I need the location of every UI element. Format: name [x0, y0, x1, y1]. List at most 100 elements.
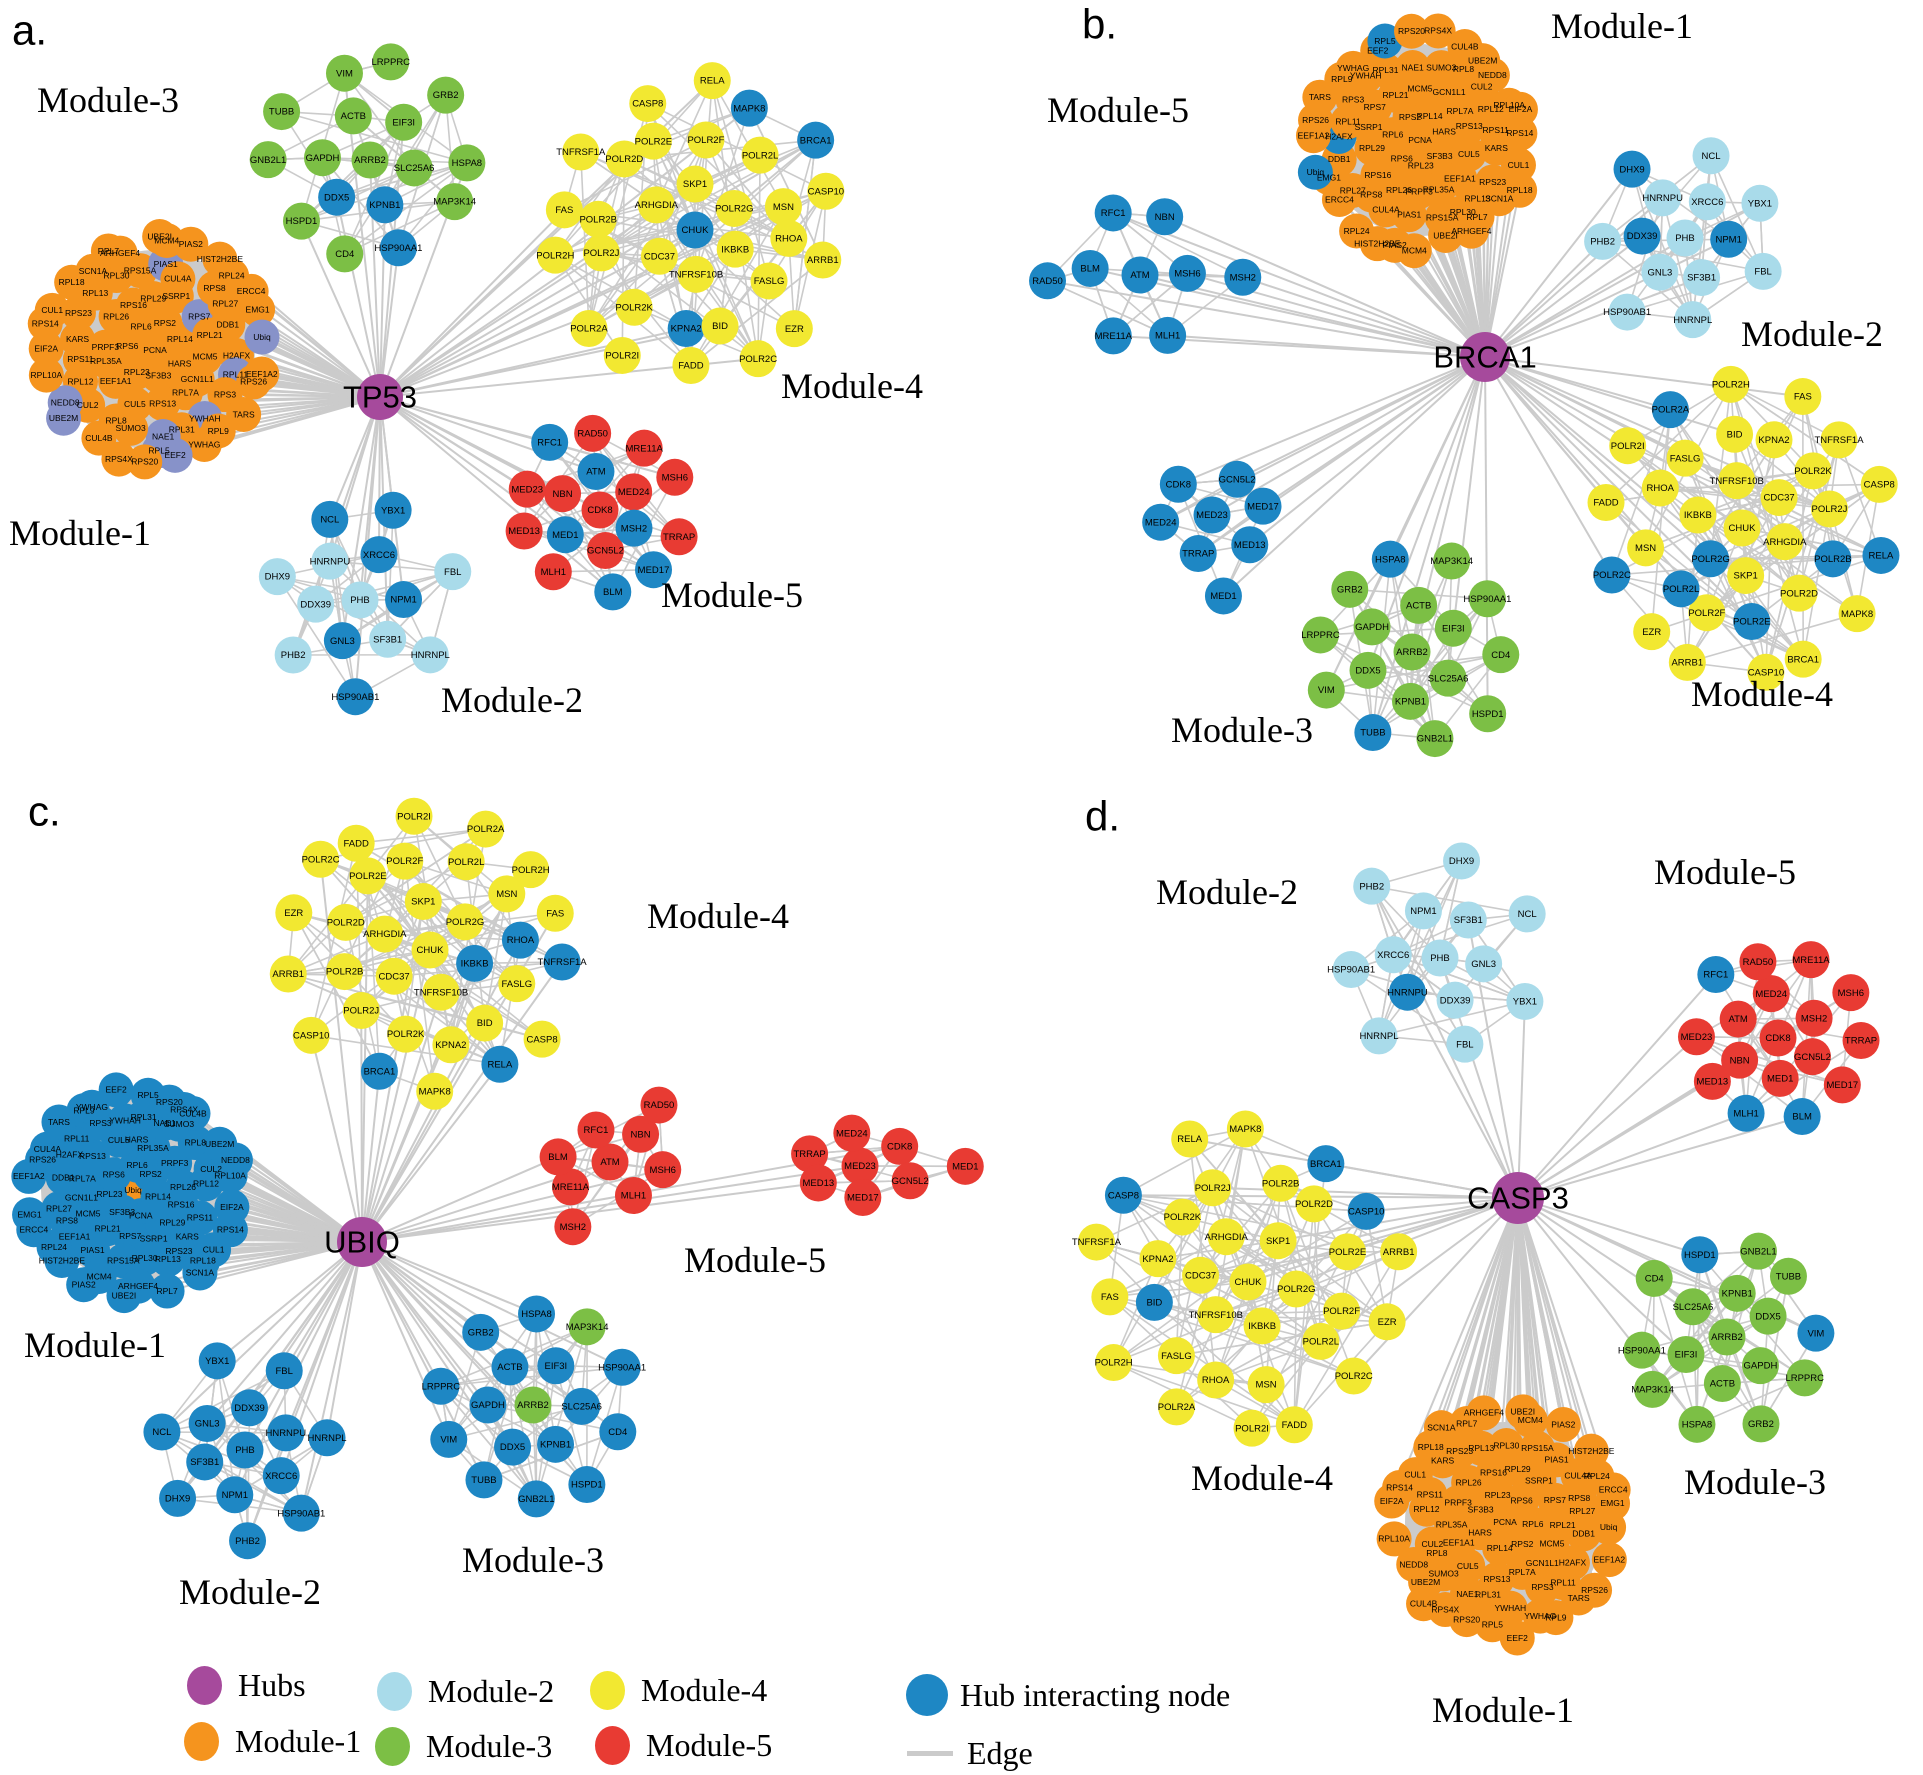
gene-label: RPL21 [1383, 90, 1409, 100]
gene-node-TRRAP [1842, 1021, 1880, 1059]
gene-node-TNFRSF10B [422, 973, 460, 1011]
gene-label: PIAS2 [1551, 1419, 1575, 1429]
gene-label: EEF1A1 [100, 376, 132, 386]
gene-label: CHUK [1235, 1277, 1263, 1288]
gene-label: DHX9 [1449, 856, 1474, 867]
gene-node-BLM [539, 1138, 577, 1176]
gene-label: CUL4B [179, 1108, 207, 1118]
module-label: Module-1 [9, 513, 151, 553]
gene-label: RPS8 [56, 1216, 78, 1226]
gene-label: GNL3 [1471, 959, 1496, 970]
gene-node-GCN5L2 [586, 532, 624, 570]
gene-node-ARRB2 [1393, 633, 1431, 671]
gene-node-CUL1 [1397, 1457, 1433, 1493]
gene-label: KARS [1431, 1456, 1454, 1466]
gene-node-MED23 [1193, 496, 1231, 534]
gene-node-MSH2 [1224, 258, 1262, 296]
gene-node-POLR2G [715, 189, 753, 227]
gene-node-GNB2L1 [517, 1480, 555, 1518]
gene-label: NAE1 [152, 431, 174, 441]
gene-label: CASP8 [632, 99, 663, 110]
gene-label: IKBKB [721, 244, 749, 255]
module-label: Module-2 [441, 680, 583, 720]
panel-letter: c. [28, 787, 61, 834]
gene-label: EIF2A [1380, 1496, 1404, 1506]
gene-node-MSH2 [554, 1208, 592, 1246]
gene-node-SF3B1 [1683, 259, 1721, 297]
gene-label: UBE2M [205, 1139, 234, 1149]
gene-node-POLR2F [687, 121, 725, 159]
module-label: Module-5 [1047, 90, 1189, 130]
gene-label: RAD50 [644, 1100, 675, 1111]
gene-node-ARRB1 [269, 955, 307, 993]
gene-label: HSPD1 [1684, 1250, 1716, 1261]
gene-node-NPM1 [216, 1476, 254, 1514]
gene-label: PHB2 [1359, 881, 1384, 892]
gene-node-MLH1 [614, 1176, 652, 1214]
gene-label: HSP90AA1 [598, 1362, 646, 1373]
gene-node-POLR2B [326, 953, 364, 991]
gene-label: RPS26 [240, 377, 267, 387]
gene-label: POLR2F [687, 135, 724, 146]
gene-label: HSP90AA1 [1618, 1345, 1666, 1356]
gene-label: TUBB [1360, 728, 1385, 739]
gene-label: H2AFX [56, 1150, 84, 1160]
gene-label: FASLG [1161, 1351, 1192, 1362]
gene-label: CASP10 [1748, 667, 1784, 678]
gene-node-KPNB1 [366, 186, 404, 224]
gene-label: RPL11 [1335, 116, 1361, 126]
gene-label: TARS [233, 409, 255, 419]
gene-label: CDK8 [1166, 479, 1191, 490]
gene-node-KPNB1 [537, 1425, 575, 1463]
gene-node-EZR [1368, 1303, 1406, 1341]
gene-label: RPS14 [32, 318, 59, 328]
gene-label: PHB [350, 595, 370, 606]
gene-label: RPL12 [1478, 104, 1504, 114]
gene-node-ATM [1719, 1000, 1757, 1038]
gene-label: SF3B3 [109, 1207, 135, 1217]
gene-node-MLH1 [1727, 1094, 1765, 1132]
gene-node-POLR2K [615, 288, 653, 326]
gene-label: PHB2 [1590, 236, 1615, 247]
gene-label: RPS26 [1581, 1585, 1608, 1595]
gene-node-HSPD1 [282, 202, 320, 240]
gene-label: MSH6 [1838, 988, 1864, 999]
gene-label: POLR2L [1303, 1337, 1339, 1348]
gene-label: BRCA1 [364, 1066, 396, 1077]
gene-node-CASP10 [1347, 1192, 1385, 1230]
gene-label: RFC1 [584, 1125, 609, 1136]
gene-node-POLR2F [1688, 594, 1726, 632]
gene-label: GNB2L1 [1740, 1246, 1776, 1257]
gene-label: RPL13 [155, 1254, 181, 1264]
gene-node-POLR2G [1277, 1270, 1315, 1308]
gene-node-POLR2B [1262, 1164, 1300, 1202]
gene-node-CUL4A [160, 261, 196, 297]
gene-node-GCN5L2 [1793, 1038, 1831, 1076]
gene-node-MED17 [1823, 1066, 1861, 1104]
gene-node-YWHAG [186, 427, 222, 463]
gene-label: FBL [276, 1366, 293, 1377]
gene-label: Ubiq [1307, 167, 1325, 177]
gene-label: RPS11 [187, 1213, 214, 1223]
gene-label: KARS [1485, 143, 1508, 153]
gene-node-HNRNPU [311, 542, 349, 580]
gene-label: ARRB1 [272, 969, 304, 980]
module-label: Module-4 [781, 366, 923, 406]
gene-label: VIM [336, 68, 353, 79]
gene-node-MED13 [505, 512, 543, 550]
gene-node-DDX39 [1623, 217, 1661, 255]
gene-label: RPL7A [172, 388, 199, 398]
gene-node-HNRNPL [1674, 301, 1712, 339]
gene-label: RPL35A [1436, 1520, 1468, 1530]
gene-label: POLR2L [448, 857, 484, 868]
gene-node-NPM1 [385, 581, 423, 619]
gene-node-TNFRSF10B [677, 255, 715, 293]
gene-node-TUBB [263, 93, 301, 131]
gene-node-PIAS2 [1545, 1407, 1581, 1443]
gene-node-SKP1 [1259, 1222, 1297, 1260]
gene-label: Ubiq [253, 332, 271, 342]
gene-label: HARS [1432, 126, 1456, 136]
gene-node-RPS3 [1525, 1569, 1561, 1605]
gene-node-CUL4B [81, 420, 117, 456]
gene-label: RPS15A [1521, 1443, 1554, 1453]
